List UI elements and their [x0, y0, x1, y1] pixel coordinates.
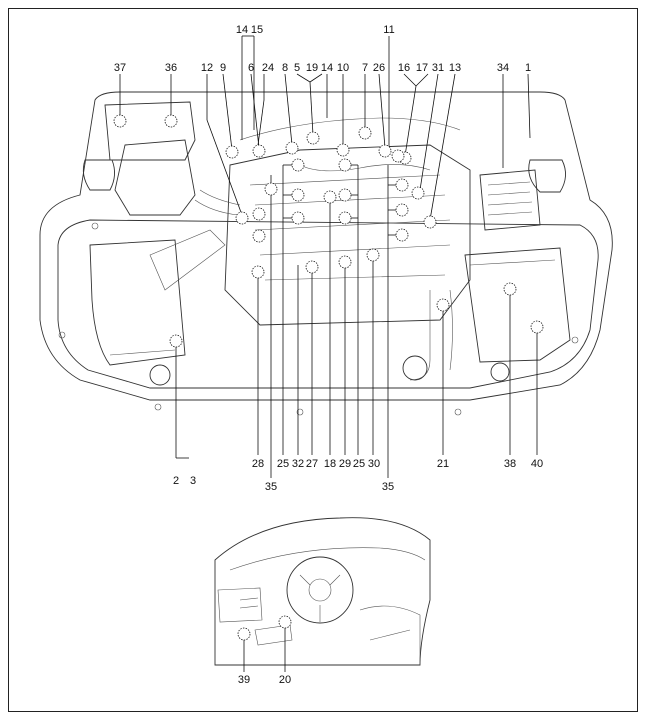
callout-2: 2: [173, 475, 179, 487]
callout-14: 14: [236, 24, 248, 36]
callout-35-left: 35: [265, 481, 277, 493]
callout-38: 38: [504, 458, 516, 470]
callout-3: 3: [190, 475, 196, 487]
callout-17: 17: [416, 62, 428, 74]
callout-18: 18: [324, 458, 336, 470]
callout-15: 15: [251, 24, 263, 36]
callout-31: 31: [432, 62, 444, 74]
callout-25-left: 25: [277, 458, 289, 470]
engine-bay-drawing: [39, 91, 613, 416]
callout-28: 28: [252, 458, 264, 470]
callout-20: 20: [279, 674, 291, 686]
callout-34: 34: [497, 62, 509, 74]
callout-29: 29: [339, 458, 351, 470]
callout-36: 36: [165, 62, 177, 74]
callout-19: 19: [306, 62, 318, 74]
callout-markers: [113, 114, 544, 641]
callout-5: 5: [294, 62, 300, 74]
callout-1: 1: [525, 62, 531, 74]
callout-24: 24: [262, 62, 274, 74]
callout-32: 32: [292, 458, 304, 470]
callout-27: 27: [306, 458, 318, 470]
diagram-frame: [8, 8, 638, 712]
callout-16: 16: [398, 62, 410, 74]
callout-40: 40: [531, 458, 543, 470]
callout-39: 39: [238, 674, 250, 686]
leader-lines: [119, 35, 538, 672]
callout-6: 6: [248, 62, 254, 74]
callout-9: 9: [220, 62, 226, 74]
callout-10: 10: [337, 62, 349, 74]
callout-26: 26: [373, 62, 385, 74]
callout-8: 8: [282, 62, 288, 74]
callout-12: 12: [201, 62, 213, 74]
callout-30: 30: [368, 458, 380, 470]
dashboard-drawing: [214, 517, 431, 666]
callout-35-right: 35: [382, 481, 394, 493]
callout-labels: 14 15 11 37 36 12 9 6 24 8 5 19 14 10 7 …: [114, 24, 543, 686]
callout-14-b: 14: [321, 62, 333, 74]
callout-25-right: 25: [353, 458, 365, 470]
callout-11: 11: [383, 24, 394, 36]
callout-21: 21: [437, 458, 449, 470]
callout-37: 37: [114, 62, 126, 74]
callout-7: 7: [362, 62, 368, 74]
callout-13: 13: [449, 62, 461, 74]
